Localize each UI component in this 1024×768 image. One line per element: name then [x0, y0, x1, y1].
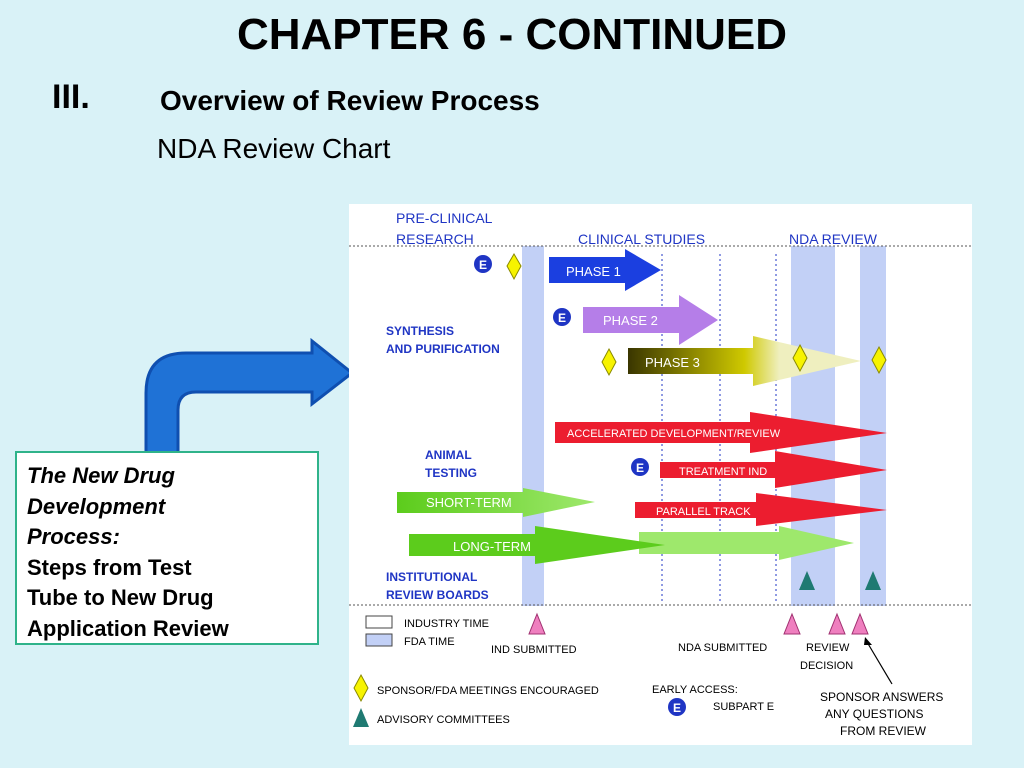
treatment-ind-arrow — [660, 451, 887, 488]
early-access-legend-icon: E — [668, 698, 686, 716]
meetings-label: SPONSOR/FDA MEETINGS ENCOURAGED — [377, 685, 599, 697]
review-decision-marker-icon — [828, 612, 846, 635]
caption-line: Development — [27, 493, 166, 519]
section-title: Overview of Review Process — [160, 85, 540, 116]
caption-line: Process: — [27, 524, 120, 549]
chart-subtitle: NDA Review Chart — [157, 133, 391, 164]
label-animal: TESTING — [425, 466, 477, 480]
phase1-label: PHASE 1 — [566, 264, 621, 279]
nda-review-chart: PRE-CLINICAL RESEARCH CLINICAL STUDIES N… — [349, 204, 972, 745]
advisory-triangle-icon — [799, 571, 815, 590]
long-term-arrow — [409, 526, 665, 564]
fda-band-final — [860, 246, 886, 606]
sponsor-answers-label: FROM REVIEW — [840, 724, 927, 738]
label-irb: REVIEW BOARDS — [386, 588, 489, 602]
fda-time-swatch — [365, 633, 393, 647]
svg-text:E: E — [673, 701, 681, 715]
phase3-arrow — [628, 336, 861, 386]
review-decision-label: DECISION — [800, 660, 853, 672]
meeting-legend-diamond-icon — [353, 673, 369, 703]
accelerated-label: ACCELERATED DEVELOPMENT/REVIEW — [567, 428, 781, 440]
svg-text:E: E — [479, 258, 487, 272]
caption-line: The New Drug — [27, 463, 175, 488]
advisory-legend-triangle-icon — [353, 708, 369, 727]
phase2-arrow — [583, 295, 718, 345]
caption-line: Tube to New Drug — [27, 585, 214, 610]
accelerated-arrow — [555, 412, 887, 453]
meeting-diamond-icon — [871, 345, 887, 375]
col-nda-review: NDA REVIEW — [789, 231, 878, 247]
sponsor-answers-label: SPONSOR ANSWERS — [820, 690, 943, 704]
section-numeral: III. — [52, 78, 90, 116]
early-access-icon: E — [631, 458, 649, 476]
slide-title: CHAPTER 6 - CONTINUED — [236, 10, 788, 59]
early-access-label: SUBPART E — [713, 701, 774, 713]
early-access-icon: E — [553, 308, 571, 326]
parallel-track-label: PARALLEL TRACK — [656, 506, 751, 518]
early-access-icon: E — [474, 255, 492, 273]
label-synthesis: AND PURIFICATION — [386, 342, 500, 356]
caption-line: Application Review — [27, 615, 229, 641]
label-animal: ANIMAL — [425, 448, 472, 462]
short-term-label: SHORT-TERM — [426, 495, 512, 510]
short-term-arrow — [397, 488, 595, 517]
svg-text:E: E — [558, 311, 566, 325]
advisory-label: ADVISORY COMMITTEES — [377, 714, 510, 726]
long-term-label: LONG-TERM — [453, 539, 531, 554]
parallel-track-arrow — [635, 493, 887, 526]
industry-time-swatch — [365, 615, 393, 629]
treatment-ind-label: TREATMENT IND — [679, 466, 767, 478]
label-irb: INSTITUTIONAL — [386, 570, 477, 584]
early-access-label: EARLY ACCESS: — [652, 684, 738, 696]
col-preclinical: PRE-CLINICAL — [396, 210, 493, 226]
svg-text:E: E — [636, 461, 644, 475]
caption-line: Steps from Test — [27, 554, 192, 580]
caption-box: The New Drug Development Process: Steps … — [15, 451, 319, 645]
long-term-arrow-light — [639, 526, 854, 560]
advisory-triangle-icon — [865, 571, 881, 590]
nda-submitted-label: NDA SUBMITTED — [678, 642, 767, 654]
meeting-diamond-icon — [792, 343, 808, 373]
fda-time-label: FDA TIME — [404, 636, 455, 648]
ind-submitted-marker-icon — [528, 612, 546, 635]
phase3-label: PHASE 3 — [645, 355, 700, 370]
phase1-arrow — [549, 249, 661, 291]
review-decision-label: REVIEW — [806, 642, 850, 654]
meeting-diamond-icon — [601, 347, 617, 377]
sponsor-pointer-arrowhead-icon — [864, 637, 872, 645]
label-synthesis: SYNTHESIS — [386, 324, 454, 338]
nda-submitted-marker-icon — [783, 612, 801, 635]
bent-arrow-icon — [144, 338, 355, 458]
sponsor-answers-label: ANY QUESTIONS — [825, 707, 923, 721]
industry-time-label: INDUSTRY TIME — [404, 618, 489, 630]
phase2-label: PHASE 2 — [603, 313, 658, 328]
sponsor-answer-marker-icon — [851, 612, 869, 635]
col-clinical: CLINICAL STUDIES — [578, 231, 705, 247]
meeting-diamond-icon — [506, 253, 522, 281]
ind-submitted-label: IND SUBMITTED — [491, 644, 577, 656]
sponsor-pointer-line — [866, 641, 893, 685]
col-preclinical: RESEARCH — [396, 231, 474, 247]
